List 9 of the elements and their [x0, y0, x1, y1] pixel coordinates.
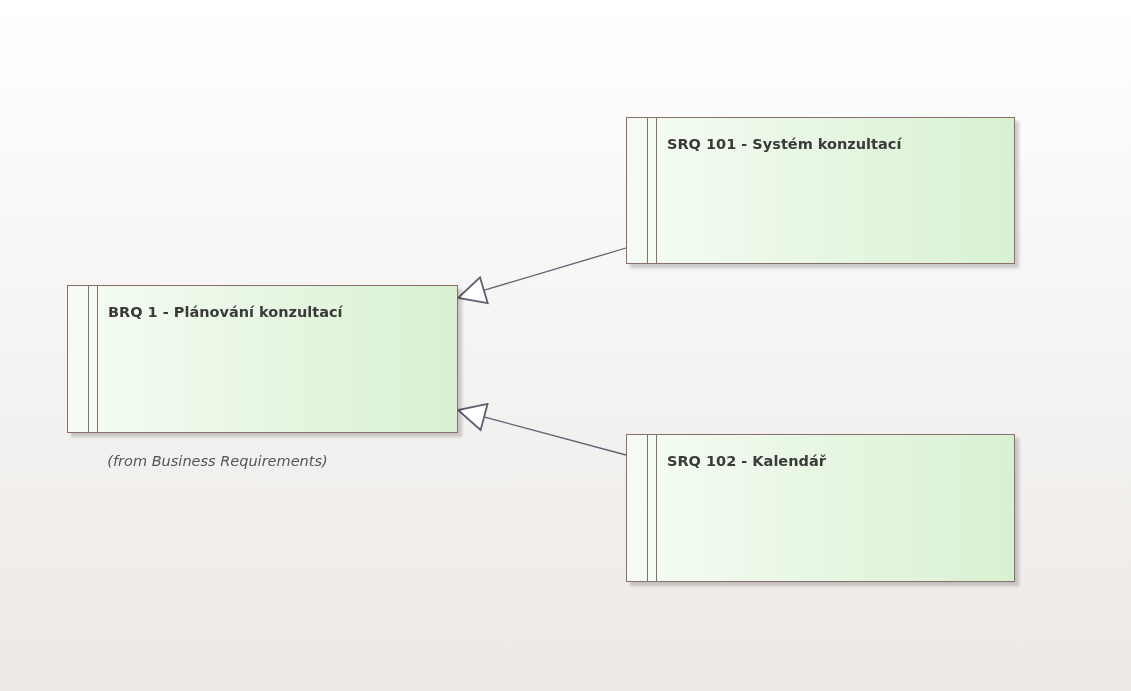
requirement-title: SRQ 101 - Systém konzultací — [667, 136, 903, 152]
requirement-box — [626, 434, 1015, 582]
requirement-title: BRQ 1 - Plánování konzultací — [108, 304, 344, 320]
realization-arrow — [457, 247, 627, 305]
requirement-box — [626, 117, 1015, 264]
requirement-title: SRQ 102 - Kalendář — [667, 453, 827, 469]
requirement-box — [67, 285, 458, 433]
realization-arrow — [457, 403, 627, 456]
package-note: (from Business Requirements) — [107, 453, 328, 469]
